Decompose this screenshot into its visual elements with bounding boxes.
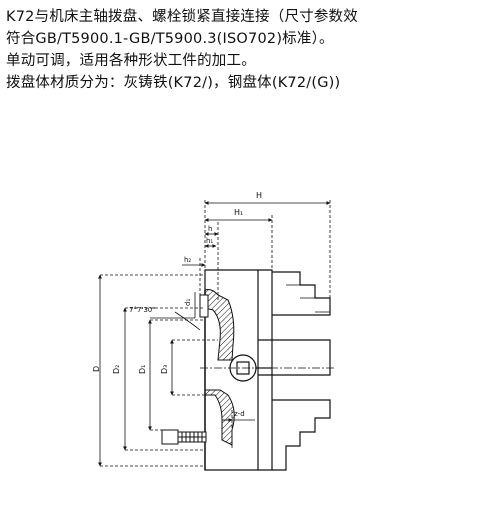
label-H: H: [256, 191, 262, 200]
chuck-flange-section: [199, 289, 235, 470]
description-line-3: 单动可调，适用各种形状工件的加工。: [6, 53, 256, 69]
label-D2: D₂: [112, 365, 121, 374]
description-line-4: 拨盘体材质分为：灰铸铁(K72/)，钢盘体(K72/(G)): [6, 75, 341, 91]
label-angle: 7°7'30": [129, 306, 155, 314]
label-h1: h₁: [206, 237, 213, 245]
description-line-2: 符合GB/T5900.1-GB/T5900.3(ISO702)标准）。: [6, 31, 334, 47]
mounting-bolt: [161, 429, 207, 445]
label-D3: D₃: [160, 365, 169, 374]
dimension-labels: H H₁ h h₁ h₂ d₁ 7°7'30" D D₂ D₁ D₃ z-d: [92, 191, 262, 418]
description-text: K72与机床主轴拨盘、螺栓锁紧直接连接（尺寸参数效 符合GB/T5900.1-G…: [6, 6, 496, 94]
label-zd: z-d: [234, 410, 245, 418]
label-D: D: [92, 366, 101, 372]
label-d1: d₁: [184, 299, 192, 306]
dimension-lines: [98, 200, 335, 467]
description-line-1: K72与机床主轴拨盘、螺栓锁紧直接连接（尺寸参数效: [6, 9, 358, 25]
label-h: h: [208, 225, 212, 233]
label-D1: D₁: [138, 365, 147, 374]
label-H1: H₁: [234, 208, 243, 217]
label-h2: h₂: [184, 256, 191, 264]
